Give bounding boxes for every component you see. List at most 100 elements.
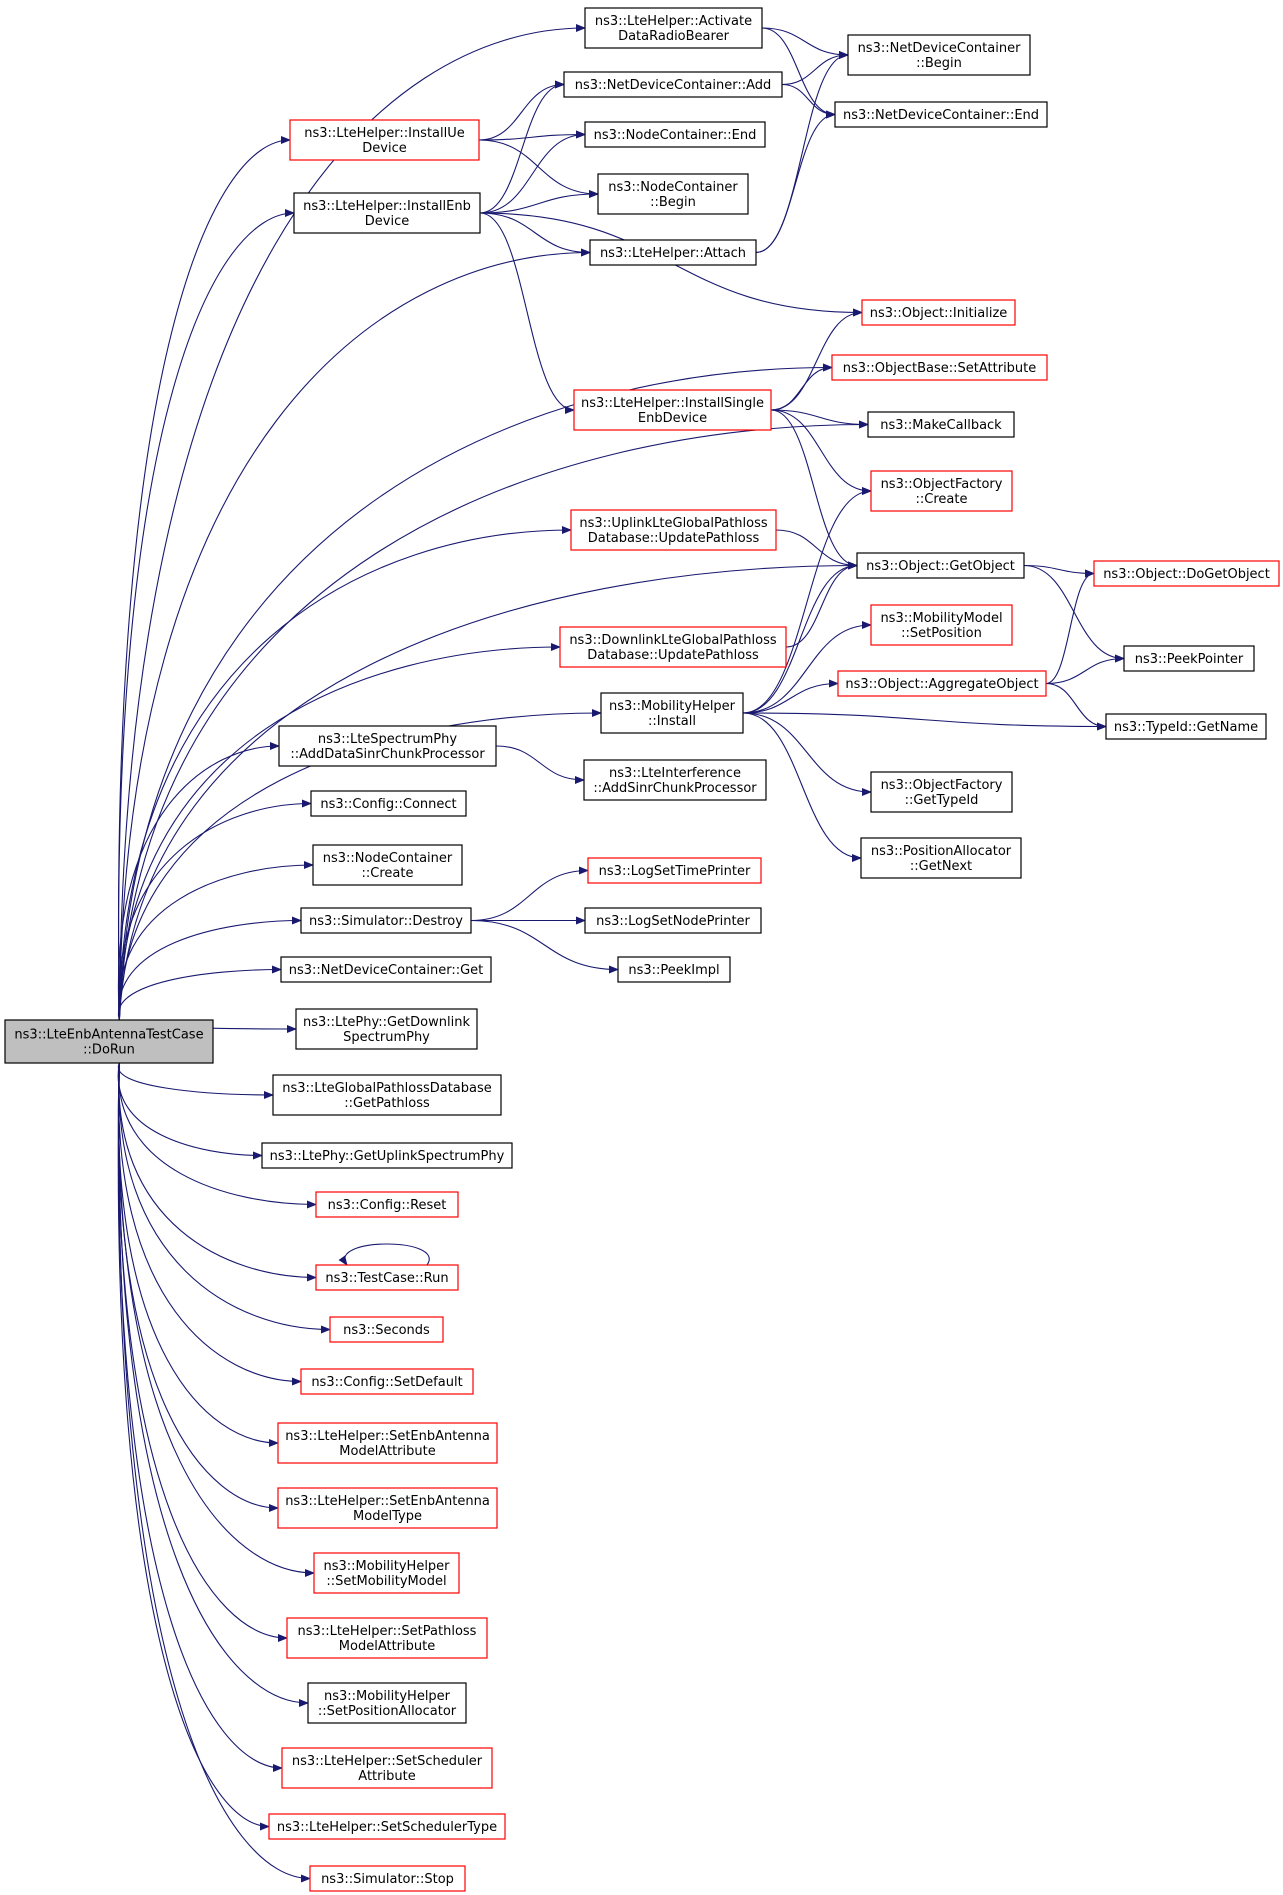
node-ul-update[interactable]: ns3::UplinkLteGlobalPathlossDatabase::Up… [570,509,777,551]
node-nc-end[interactable]: ns3::NodeContainer::End [584,121,766,148]
node-label: ns3::Config::Reset [328,1198,447,1213]
node-cfg-reset[interactable]: ns3::Config::Reset [315,1191,459,1218]
node-make-cb[interactable]: ns3::MakeCallback [867,411,1015,438]
edge [479,190,599,214]
node-label: ns3::MobilityModel [880,611,1002,626]
node-seconds[interactable]: ns3::Seconds [329,1316,444,1343]
node-mh-setmob[interactable]: ns3::MobilityHelper::SetMobilityModel [313,1552,460,1594]
node-nc-create[interactable]: ns3::NodeContainer::Create [312,844,463,886]
node-attach[interactable]: ns3::LteHelper::Attach [589,239,757,266]
edge [478,139,599,198]
edge [117,1062,270,1831]
node-cfg-connect[interactable]: ns3::Config::Connect [310,790,467,817]
node-label: ns3::MakeCallback [880,418,1002,433]
node-root[interactable]: ns3::LteEnbAntennaTestCase::DoRun [4,1019,214,1064]
node-label: ModelAttribute [339,1639,435,1654]
node-label: ns3::MobilityHelper [609,699,736,714]
node-ndc-add[interactable]: ns3::NetDeviceContainer::Add [563,71,783,98]
node-lsp-add[interactable]: ns3::LteSpectrumPhy::AddDataSinrChunkPro… [278,725,497,767]
node-li-add[interactable]: ns3::LteInterference::AddSinrChunkProces… [583,759,767,801]
node-set-pl-attr[interactable]: ns3::LteHelper::SetPathlossModelAttribut… [286,1617,488,1659]
node-peek-impl[interactable]: ns3::PeekImpl [617,956,731,983]
node-label: ::SetPosition [901,626,982,641]
node-obj-init[interactable]: ns3::Object::Initialize [861,299,1016,326]
node-typeid-getname[interactable]: ns3::TypeId::GetName [1105,713,1267,740]
node-phy-ul[interactable]: ns3::LtePhy::GetUplinkSpectrumPhy [261,1142,513,1169]
node-label: ns3::NodeContainer::End [594,128,757,143]
node-ndc-begin[interactable]: ns3::NetDeviceContainer::Begin [847,34,1031,76]
node-label: ns3::LteInterference [609,766,741,781]
node-label: ns3::ObjectFactory [881,477,1003,492]
edge [118,526,572,1021]
node-get-object[interactable]: ns3::Object::GetObject [856,552,1025,579]
edge-dl_update-to-get_object [785,561,858,648]
node-box [617,956,731,983]
node-label: ns3::NodeContainer [608,180,738,195]
node-label: ::GetNext [910,859,972,874]
node-label: ns3::NetDeviceContainer [858,41,1022,56]
node-dl-update[interactable]: ns3::DownlinkLteGlobalPathlossDatabase::… [559,626,787,668]
node-label: ns3::PositionAllocator [871,844,1012,859]
node-nc-begin[interactable]: ns3::NodeContainer::Begin [597,173,749,215]
edge-root-to-attach [118,248,591,1021]
node-box [315,1191,459,1218]
node-pa-getnext[interactable]: ns3::PositionAllocator::GetNext [860,837,1022,879]
edge-root-to-set_sched_type [117,1062,270,1831]
edge-install_single-to-get_object [770,409,858,570]
node-mm-setpos[interactable]: ns3::MobilityModel::SetPosition [870,604,1013,646]
node-log-node[interactable]: ns3::LogSetNodePrinter [584,907,762,934]
node-of-gettypeid[interactable]: ns3::ObjectFactory::GetTypeId [870,771,1013,813]
node-box [837,670,1047,697]
node-tc-run[interactable]: ns3::TestCase::Run [315,1264,459,1291]
node-label: ns3::LteHelper::SetPathloss [298,1624,477,1639]
node-mh-install[interactable]: ns3::MobilityHelper::Install [600,692,744,734]
node-ndc-end[interactable]: ns3::NetDeviceContainer::End [834,101,1048,128]
node-box [563,71,783,98]
node-peek-pointer[interactable]: ns3::PeekPointer [1123,645,1255,672]
node-aggregate[interactable]: ns3::Object::AggregateObject [837,670,1047,697]
node-box [281,1747,493,1789]
node-box [280,956,492,983]
edge [785,561,858,648]
node-label: Database::UpdatePathloss [587,648,759,663]
node-sim-destroy[interactable]: ns3::Simulator::Destroy [300,907,472,934]
node-sim-stop[interactable]: ns3::Simulator::Stop [309,1865,466,1892]
edge [781,51,849,86]
edge [742,487,872,714]
node-label: Device [365,214,409,229]
node-objbase-set[interactable]: ns3::ObjectBase::SetAttribute [831,354,1048,381]
node-do-get-object[interactable]: ns3::Object::DoGetObject [1093,560,1280,587]
edge [761,27,849,59]
node-box [600,692,744,734]
node-box [295,1008,478,1050]
node-log-time[interactable]: ns3::LogSetTimePrinter [587,857,762,884]
edge-root-to-nc_create [118,861,314,1021]
node-label: ns3::Object::DoGetObject [1103,567,1270,582]
node-label: ::Create [362,866,414,881]
node-of-create[interactable]: ns3::ObjectFactory::Create [870,470,1013,512]
edge-root-to-ndc_get [117,965,282,1021]
edge-install_ue-to-ndc_add [478,80,565,141]
node-cfg-setdefault[interactable]: ns3::Config::SetDefault [300,1368,474,1395]
edge [118,1062,315,1577]
node-set-sched-type[interactable]: ns3::LteHelper::SetSchedulerType [268,1813,506,1840]
node-ndc-get[interactable]: ns3::NetDeviceContainer::Get [280,956,492,983]
node-lgpd-get[interactable]: ns3::LteGlobalPathlossDatabase::GetPathl… [272,1074,502,1116]
node-label: ns3::DownlinkLteGlobalPathloss [569,633,777,648]
edge [761,27,836,119]
node-set-ant-attr[interactable]: ns3::LteHelper::SetEnbAntennaModelAttrib… [277,1422,498,1464]
edge-mh_install-to-pa_getnext [742,712,862,862]
edge-aggregate-to-peek_pointer [1045,654,1125,685]
edge-root-to-set_ant_type [117,1062,279,1512]
edge-root-to-tc_run [118,1062,317,1282]
node-mh-setpos[interactable]: ns3::MobilityHelper::SetPositionAllocato… [307,1682,467,1724]
node-label: ns3::LogSetTimePrinter [599,864,751,879]
node-label: ns3::Object::GetObject [866,559,1015,574]
